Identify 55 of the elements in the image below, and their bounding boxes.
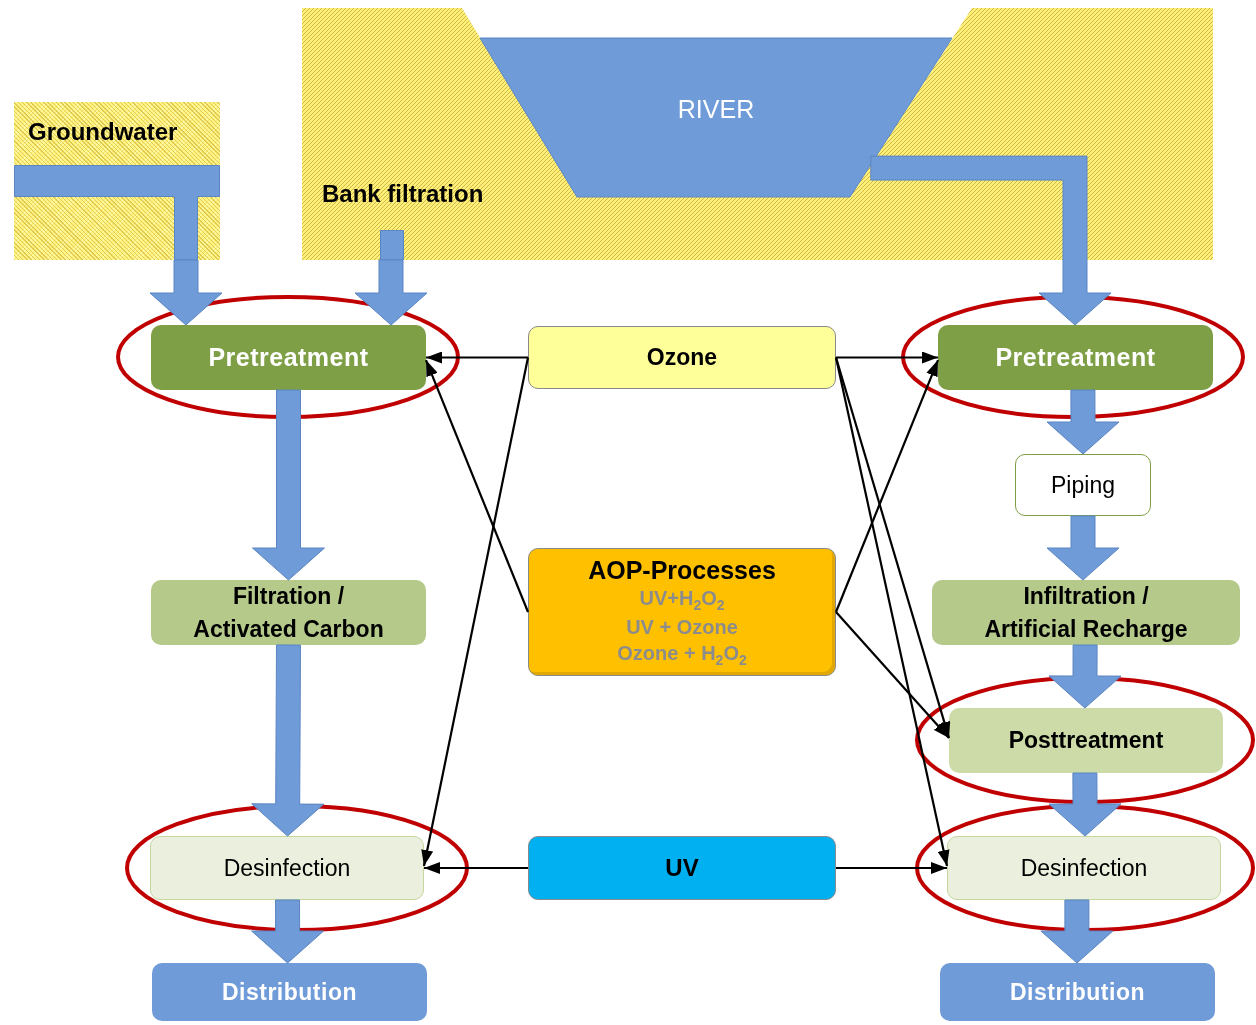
process-box [528, 326, 836, 389]
box-label: UV [665, 854, 699, 882]
box-label: Ozone [646, 344, 718, 371]
output-box [152, 963, 427, 1021]
arrow [836, 351, 938, 364]
box-label: Desinfection [223, 854, 351, 882]
process-box [528, 836, 836, 900]
arrow [426, 351, 528, 364]
area-label: Groundwater [28, 118, 178, 146]
area-label: Bank filtration [322, 180, 484, 208]
flow-arrow [354, 259, 428, 326]
flow-arrow [1046, 515, 1120, 581]
process-box [949, 708, 1223, 773]
box-label: Piping [1051, 471, 1115, 499]
arrow [836, 862, 947, 874]
ground-layer [302, 8, 1213, 260]
box-label: Pretreatment [995, 343, 1156, 372]
box-label: Pretreatment [208, 343, 369, 372]
flow-arrow [149, 259, 223, 326]
flow-arrow [251, 899, 325, 964]
flow-arrow [1040, 899, 1114, 964]
ground-layer [14, 102, 220, 260]
box-label: Filtration / Activated Carbon [192, 582, 385, 644]
box-label: Desinfection [1020, 854, 1148, 882]
output-box [940, 963, 1215, 1021]
process-box [151, 580, 426, 645]
arrow [835, 359, 939, 613]
process-box [938, 325, 1213, 390]
flow-arrow [1048, 644, 1122, 709]
box-label: Infiltration / Artificial Recharge [983, 582, 1189, 644]
process-line: Ozone + H$_{2}$O$_{2}$ [617, 641, 747, 670]
flow-arrow [251, 644, 325, 837]
process-line: UV + Ozone [626, 615, 738, 640]
process-box [932, 580, 1240, 645]
process-box [528, 548, 836, 676]
box-heading: AOP-Processes [588, 554, 776, 585]
arrow [421, 357, 530, 867]
process-box [151, 325, 426, 390]
arrow [834, 357, 950, 867]
river-shape [480, 38, 952, 197]
river-label: RIVER [677, 95, 755, 124]
arrow [835, 611, 950, 739]
process-box [947, 836, 1221, 900]
box-label: Distribution [221, 978, 357, 1006]
flow-arrow [1048, 772, 1122, 837]
arrow [425, 359, 529, 613]
process-line: UV+H$_{2}$O$_{2}$ [639, 585, 725, 614]
arrow [424, 862, 528, 874]
process-box [1015, 454, 1151, 516]
box-label: Posttreatment [1008, 727, 1164, 754]
flow-arrow [252, 389, 325, 581]
process-box [150, 836, 424, 900]
flow-arrow [870, 155, 1112, 326]
flow-arrow [1046, 389, 1120, 455]
box-label: Distribution [1009, 978, 1145, 1006]
